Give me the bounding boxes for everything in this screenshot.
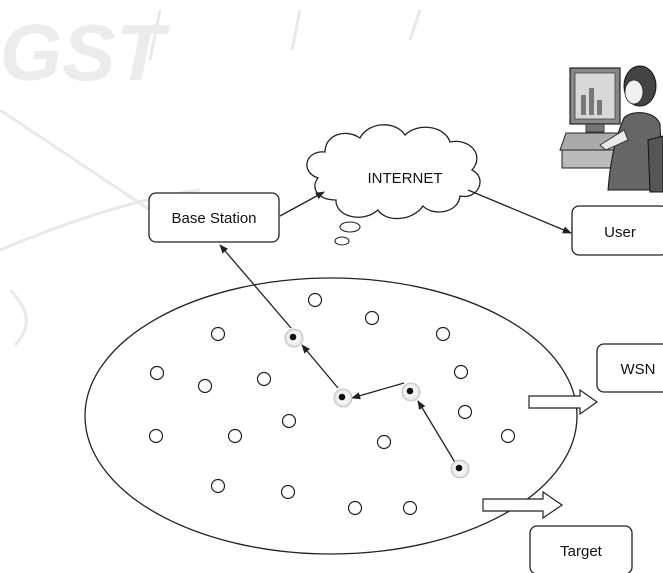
target-label: Target [560,543,603,560]
user-label: User [604,224,636,241]
sensor-node [500,428,516,444]
wsn-box: WSN [596,343,663,393]
sensor-node [197,378,213,394]
svg-text:GST: GST [0,8,171,97]
sensor-nodes [148,292,516,516]
sensor-node [402,500,418,516]
internet-cloud: INTERNET [306,124,481,246]
route-arrow-n4-to-n3 [417,400,460,470]
route-arrow-n3-to-n2 [351,382,405,400]
route-arrow-n1-to-base-station [219,244,292,329]
active-nodes [284,328,470,479]
sensor-node [256,371,272,387]
arrow-internet-to-user [467,189,572,234]
sensor-node [435,326,451,342]
base-station-label: Base Station [171,210,256,227]
sensor-node [347,500,363,516]
sensor-node [281,413,297,429]
route-arrow-n2-to-n1 [301,344,339,389]
internet-label: INTERNET [368,170,443,187]
sensor-node [307,292,323,308]
wsn-label: WSN [621,361,656,378]
sensor-node [453,364,469,380]
user-box: User [571,205,663,256]
sensor-node [376,434,392,450]
arrow-base-station-to-internet [279,191,325,217]
sensor-node [364,310,380,326]
sensor-field-ellipse [84,277,578,555]
base-station-box: Base Station [148,192,280,243]
sensor-node [457,404,473,420]
active-node [284,328,304,348]
person-at-computer-icon [559,65,663,193]
sensor-node [210,326,226,342]
watermark: GST [0,8,422,347]
sensor-node [149,365,165,381]
sensor-node [227,428,243,444]
sensor-node [280,484,296,500]
active-node [401,382,421,402]
wsn-block-arrow-icon [528,388,599,416]
sensor-node [148,428,164,444]
target-block-arrow-icon [482,490,564,520]
sensor-node [210,478,226,494]
active-node [333,388,353,408]
target-box: Target [529,525,633,573]
active-node [450,459,470,479]
